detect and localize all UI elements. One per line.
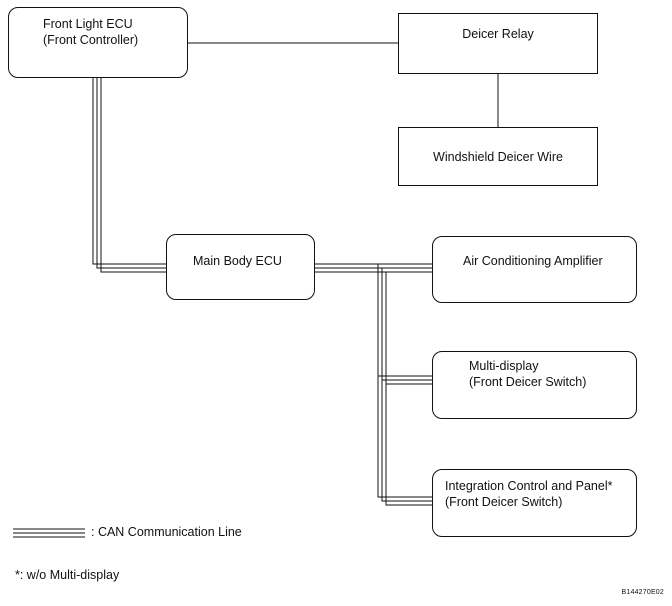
multi-display-label: Multi-display — [469, 359, 539, 373]
integration-control-panel-label: Integration Control and Panel* — [445, 479, 613, 493]
main-body-ecu-box: Main Body ECU — [166, 234, 315, 300]
deicer-relay-label: Deicer Relay — [462, 27, 534, 41]
front-light-ecu-box: Front Light ECU (Front Controller) — [8, 7, 188, 78]
air-conditioning-amplifier-label: Air Conditioning Amplifier — [463, 254, 603, 268]
main-body-ecu-label: Main Body ECU — [193, 254, 282, 268]
deicer-relay-box: Deicer Relay — [398, 13, 598, 74]
can-bus-lines — [13, 78, 432, 538]
air-conditioning-amplifier-box: Air Conditioning Amplifier — [432, 236, 637, 303]
windshield-deicer-wire-label: Windshield Deicer Wire — [433, 149, 563, 164]
can-line-c — [100, 78, 166, 273]
integration-control-panel-sublabel: (Front Deicer Switch) — [445, 495, 563, 509]
front-light-ecu-label: Front Light ECU — [43, 17, 133, 31]
integration-control-panel-box: Integration Control and Panel* (Front De… — [432, 469, 637, 537]
front-light-ecu-sublabel: (Front Controller) — [43, 33, 139, 47]
can-line-a — [92, 78, 166, 265]
can-line-b — [96, 78, 166, 269]
multi-display-box: Multi-display (Front Deicer Switch) — [432, 351, 637, 419]
legend-can-label: : CAN Communication Line — [91, 525, 242, 539]
multi-display-sublabel: (Front Deicer Switch) — [469, 375, 587, 389]
windshield-deicer-wire-box: Windshield Deicer Wire — [398, 127, 598, 186]
footnote: *: w/o Multi-display — [15, 568, 120, 582]
figure-code: B144270E02 — [621, 589, 664, 596]
